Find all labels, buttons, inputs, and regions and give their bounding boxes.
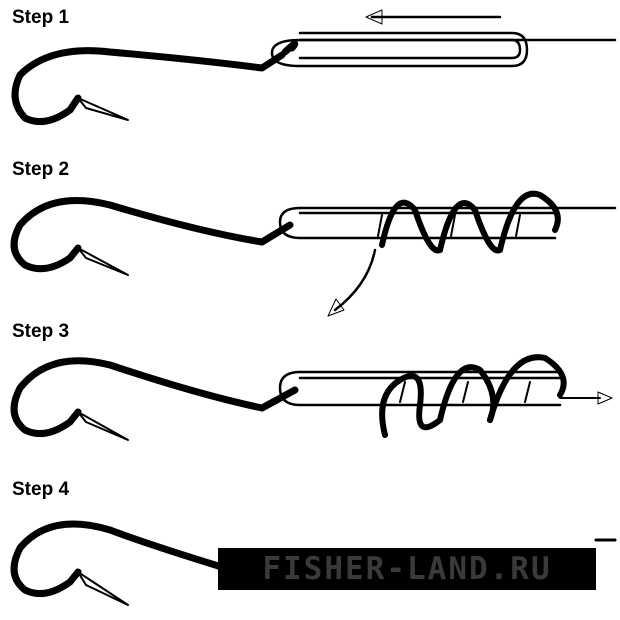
step-2-coil-3	[497, 190, 561, 253]
step-1-hook	[11, 47, 286, 126]
step-4-hook-inner	[12, 522, 227, 596]
step-1-figure	[11, 9, 617, 126]
step-3-coil-1	[379, 372, 443, 438]
step-1-hook-inner	[13, 48, 284, 124]
step-1-line-loop-outer	[298, 38, 522, 60]
step-3-coil-2	[437, 364, 497, 423]
step-3-dash-3	[524, 381, 531, 403]
step-2-coil-2	[437, 200, 503, 254]
step-2-dash-2	[450, 214, 456, 237]
step-2-dash-1	[377, 214, 383, 237]
step-1-label: Step 1	[12, 7, 70, 28]
step-1-line-loop	[270, 31, 617, 68]
step-1-eye	[281, 40, 299, 56]
step-3-coil-3	[487, 354, 567, 423]
step-2-label: Step 2	[12, 159, 70, 180]
step-2-arrow	[333, 248, 377, 312]
step-2-dash-3	[515, 214, 521, 237]
step-3-dash-1	[399, 381, 406, 403]
step-3-label: Step 3	[12, 321, 70, 342]
step-3-barb	[77, 411, 129, 441]
watermark-banner: FISHER-LAND.RU	[218, 548, 596, 590]
step-1-arrow-head	[365, 9, 383, 25]
step-2-hook-inner	[12, 198, 292, 271]
step-3-figure	[10, 354, 613, 441]
step-2-tube	[278, 206, 617, 240]
step-2-arrow-head	[327, 298, 345, 317]
step-2-barb	[77, 247, 129, 276]
step-4-barb	[77, 571, 129, 606]
step-4-label: Step 4	[12, 479, 70, 500]
step-3-dash-2	[462, 381, 469, 403]
watermark-text: FISHER-LAND.RU	[262, 551, 552, 587]
step-4-figure	[10, 520, 617, 606]
step-3-arrow-head	[597, 391, 613, 405]
step-2-hook	[10, 197, 294, 273]
step-2-coil-1	[379, 199, 443, 254]
step-3-hook	[10, 357, 299, 438]
step-3-tube	[278, 370, 562, 407]
step-2-figure	[10, 190, 617, 317]
step-3-hook-inner	[12, 359, 297, 436]
step-1-barb	[77, 97, 129, 121]
